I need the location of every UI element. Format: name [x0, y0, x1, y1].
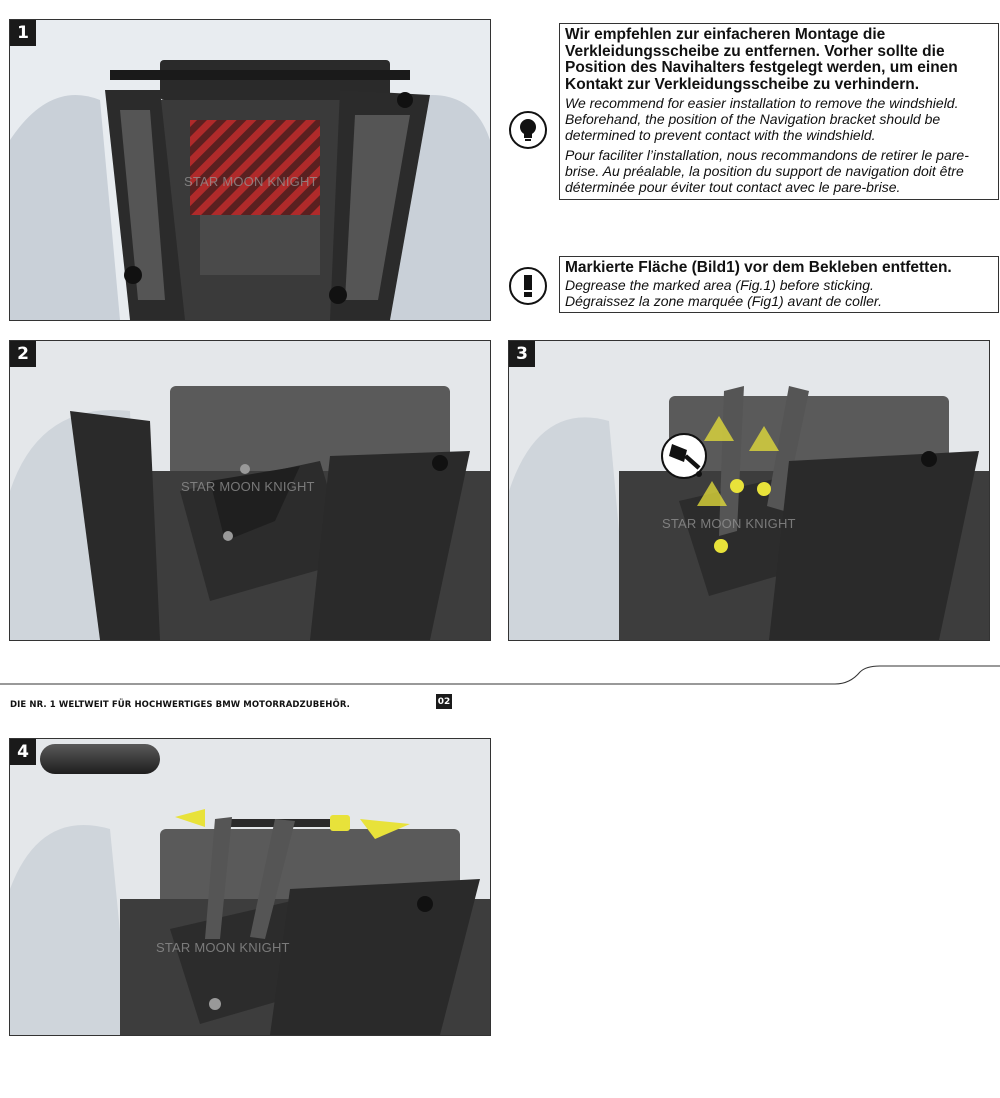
marked-area — [190, 120, 320, 215]
footer-tagline: DIE NR. 1 WELTWEIT FÜR HOCHWERTIGES BMW … — [10, 700, 350, 710]
bracket-install-image — [509, 341, 989, 640]
lightbulb-icon — [509, 111, 547, 149]
tip-box: Wir empfehlen zur einfacheren Montage di… — [559, 23, 999, 200]
page-divider — [0, 665, 1000, 685]
photo-step-2: 2 STAR MOON KNIGHT — [9, 340, 491, 641]
exclamation-icon — [509, 267, 547, 305]
watermark: STAR MOON KNIGHT — [184, 174, 318, 189]
label-pill — [40, 744, 160, 774]
page-number: 02 — [436, 694, 452, 709]
step-number-badge: 2 — [10, 341, 36, 367]
warning-text-de: Markierte Fläche (Bild1) vor dem Beklebe… — [565, 259, 952, 276]
warning-box: Markierte Fläche (Bild1) vor dem Beklebe… — [559, 256, 999, 313]
step-number-badge: 1 — [10, 20, 36, 46]
warning-text-fr: Dégraissez la zone marquée (Fig1) avant … — [565, 292, 882, 309]
photo-step-3: 3 STAR MOON KNIGHT — [508, 340, 990, 641]
motorcycle-cockpit-image — [10, 20, 490, 320]
tip-text-fr: Pour faciliter l’installation, nous reco… — [565, 147, 969, 195]
tip-text-en: We recommend for easier installation to … — [565, 95, 959, 143]
watermark: STAR MOON KNIGHT — [181, 479, 315, 494]
warning-text-en: Degrease the marked area (Fig.1) before … — [565, 276, 874, 293]
photo-step-1: 1 STAR MOON KNIGHT — [9, 19, 491, 321]
glue-bottle-icon — [661, 433, 707, 479]
crossbar-install-image — [10, 739, 490, 1035]
watermark: STAR MOON KNIGHT — [662, 516, 796, 531]
mount-plate-image — [10, 341, 490, 640]
photo-step-4: 4 STAR MOON KNIGHT — [9, 738, 491, 1036]
step-number-badge: 4 — [10, 739, 36, 765]
step-number-badge: 3 — [509, 341, 535, 367]
watermark: STAR MOON KNIGHT — [156, 940, 290, 955]
tip-text-de: Wir empfehlen zur einfacheren Montage di… — [565, 26, 958, 93]
